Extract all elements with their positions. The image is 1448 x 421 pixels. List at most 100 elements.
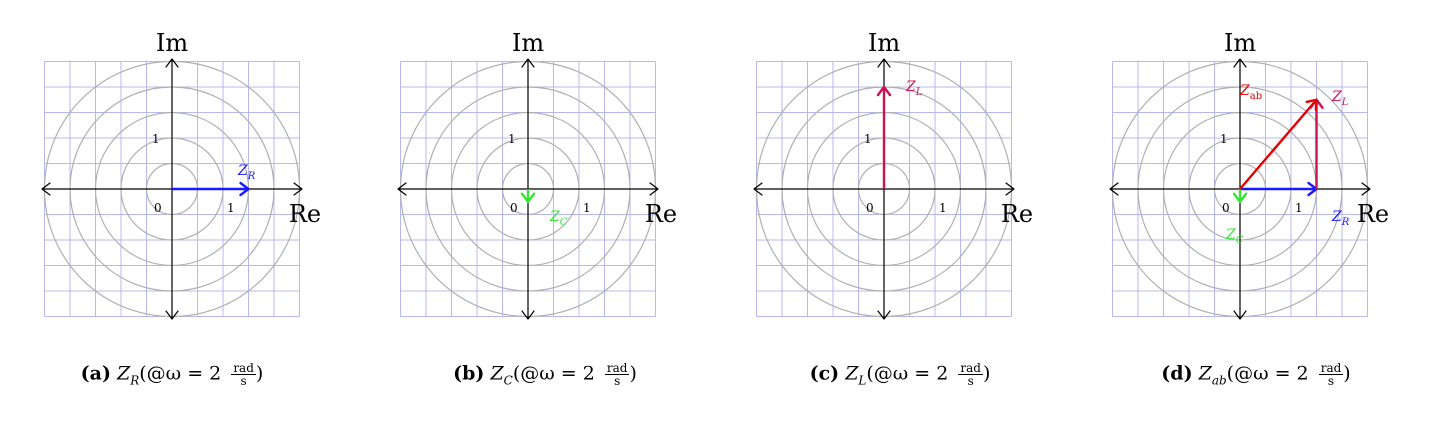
tick-label-im: 1 xyxy=(508,132,516,146)
arrow-head xyxy=(876,85,892,97)
caption-tag: (d) xyxy=(1161,362,1193,385)
phasor-label-var: Z xyxy=(905,79,916,95)
arrow-head xyxy=(1233,58,1247,68)
caption-var: Z xyxy=(845,362,859,385)
caption-sub: L xyxy=(858,373,867,388)
arrow-head xyxy=(1109,182,1119,196)
phasor-label: ZC xyxy=(549,209,568,228)
real-axis-label: Re xyxy=(289,200,321,228)
frac-den: s xyxy=(967,374,974,388)
arrow-head xyxy=(877,310,891,320)
phasor-label: ZR xyxy=(237,163,256,182)
tick-label-origin: 0 xyxy=(510,201,518,215)
tick-label-im: 1 xyxy=(152,132,160,146)
caption-var: Z xyxy=(117,362,131,385)
arrow-head xyxy=(877,58,891,68)
arrow-head xyxy=(1233,310,1247,320)
phasor-z-l: ZL xyxy=(876,79,923,189)
caption-rest: (@ω = 2 xyxy=(866,362,949,385)
tick-label-origin: 0 xyxy=(1222,201,1230,215)
caption-var: Z xyxy=(490,362,504,385)
arrow-head xyxy=(41,182,51,196)
frac-num: rad xyxy=(604,361,630,375)
phasor-label-var: Z xyxy=(549,209,560,225)
frac-den: s xyxy=(1327,374,1335,388)
caption-tag: (a) xyxy=(80,362,111,385)
phasor-line xyxy=(1239,98,1318,190)
phasor-label: Zab xyxy=(1239,83,1262,102)
arrow-head xyxy=(165,310,179,320)
imag-axis-label: Im xyxy=(156,29,188,57)
arrow-head xyxy=(397,182,407,196)
tick-label-re: 1 xyxy=(583,201,591,215)
phasor-label-var: Z xyxy=(1331,89,1342,105)
arrow-head xyxy=(520,192,536,203)
phasor-label-sub: C xyxy=(560,217,568,228)
frac-num: rad xyxy=(231,361,256,375)
arrow-head xyxy=(753,182,763,196)
imag-axis-label: Im xyxy=(868,29,900,57)
tick-label-re: 1 xyxy=(1295,201,1303,215)
phasor-label: ZR xyxy=(1331,209,1350,228)
caption-var: Z xyxy=(1198,362,1212,385)
imag-axis-label: Im xyxy=(1224,29,1256,57)
arrow-head xyxy=(1305,98,1318,111)
phasor-label-sub: C xyxy=(1236,235,1244,246)
caption-close: ) xyxy=(982,362,991,385)
imag-axis-label: Im xyxy=(512,29,544,57)
phasor-label-var: Z xyxy=(1239,83,1250,99)
arrow-head xyxy=(1361,182,1371,196)
caption-close: ) xyxy=(629,362,637,385)
phasor-z-c: ZC xyxy=(520,189,568,228)
arrow-head xyxy=(1232,192,1248,203)
arrow-head xyxy=(239,181,250,197)
frac-num: rad xyxy=(958,361,983,375)
phasor-label-sub: L xyxy=(1341,97,1349,108)
frac-den: s xyxy=(240,374,247,388)
phasor-label-var: Z xyxy=(1331,209,1342,225)
real-axis-label: Re xyxy=(645,200,677,228)
phasor-label-sub: R xyxy=(1341,217,1350,228)
phasor-label: ZL xyxy=(905,79,923,98)
tick-label-origin: 0 xyxy=(154,201,162,215)
phasor-label-var: Z xyxy=(1225,227,1236,243)
caption-close: ) xyxy=(1343,362,1351,385)
real-axis-label: Re xyxy=(1357,200,1389,228)
arrow-head xyxy=(649,182,659,196)
caption-sub: R xyxy=(130,373,140,388)
arrow-head xyxy=(521,58,535,68)
frac-num: rad xyxy=(1318,361,1344,375)
caption-sub: C xyxy=(503,373,513,388)
phasor-z-r: ZR xyxy=(172,163,256,197)
caption-tag: (b) xyxy=(453,362,485,385)
arrow-head xyxy=(1005,182,1015,196)
phasor-z-c: ZC xyxy=(1225,189,1248,246)
tick-label-im: 1 xyxy=(1220,132,1228,146)
caption-tag: (c) xyxy=(809,362,840,385)
caption-rest: (@ω = 2 xyxy=(139,362,222,385)
caption-rest: (@ω = 2 xyxy=(512,362,595,385)
phasor-label: ZC xyxy=(1225,227,1244,246)
tick-label-origin: 0 xyxy=(866,201,874,215)
phasor-label-sub: L xyxy=(915,87,923,98)
phasor-label-var: Z xyxy=(237,163,248,179)
arrow-head xyxy=(521,310,535,320)
phasor-z-ab: Zab xyxy=(1239,83,1318,190)
frac-den: s xyxy=(614,374,621,388)
phasor-label-sub: ab xyxy=(1250,91,1262,102)
phasor-label-sub: R xyxy=(247,171,256,182)
real-axis-label: Re xyxy=(1001,200,1033,228)
